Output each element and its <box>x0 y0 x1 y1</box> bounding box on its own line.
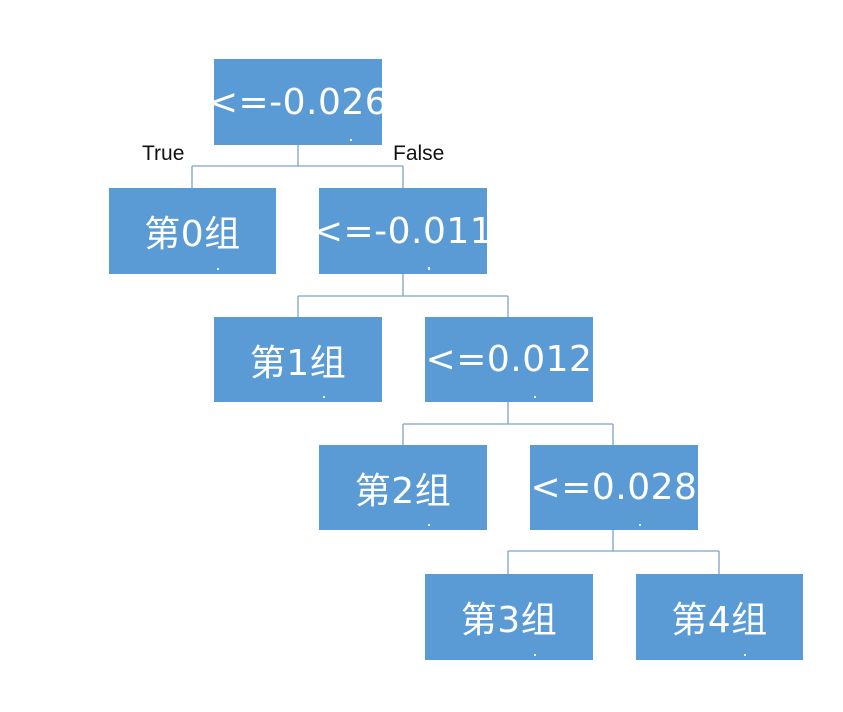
leaf-node-group-1: 第1组 <box>214 317 382 402</box>
split-node-level3: <=0.028 <box>530 445 698 530</box>
leaf-node-group-3: 第3组 <box>425 574 593 660</box>
leaf-label-group-4: 第4组 <box>671 600 768 641</box>
root-split-label: <=-0.026 <box>207 81 389 123</box>
leaf-label-group-3: 第3组 <box>460 600 558 641</box>
node-marker <box>639 524 641 526</box>
node-marker <box>744 654 746 656</box>
node-marker <box>323 396 325 398</box>
leaf-label-group-2: 第2组 <box>354 470 452 512</box>
root-split-node: <=-0.026 <box>208 59 388 145</box>
leaf-label-group-0: 第0组 <box>144 214 241 255</box>
leaf-node-group-2: 第2组 <box>319 445 487 530</box>
leaf-node-group-0: 第0组 <box>109 188 276 274</box>
split-label-level2: <=0.012 <box>425 339 593 380</box>
leaf-label-group-1: 第1组 <box>249 342 347 384</box>
node-marker <box>428 267 430 270</box>
split-node-level2: <=0.012 <box>425 317 593 402</box>
split-label-level1: <=-0.011 <box>312 210 494 252</box>
node-marker <box>350 139 352 141</box>
node-marker <box>534 396 536 398</box>
leaf-node-group-4: 第4组 <box>636 574 803 660</box>
node-marker <box>217 268 219 270</box>
false-edge-label: False <box>393 142 445 165</box>
node-marker <box>428 524 430 526</box>
split-label-level3: <=0.028 <box>530 467 698 508</box>
split-node-level1: <=-0.011 <box>313 188 493 274</box>
true-edge-label: True <box>142 142 185 165</box>
node-marker <box>534 654 536 656</box>
